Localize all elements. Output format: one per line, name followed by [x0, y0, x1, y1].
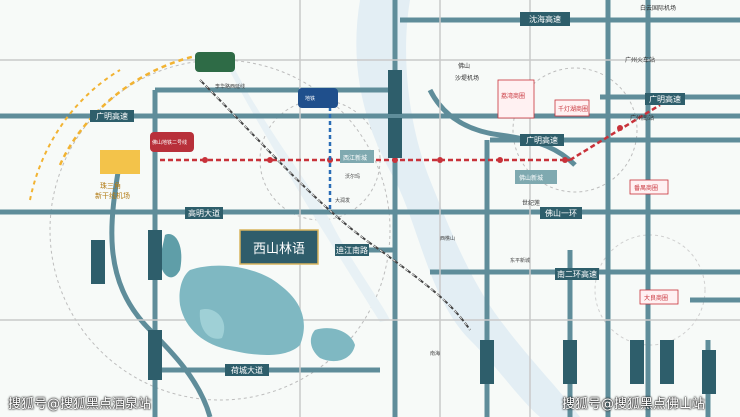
foshan-newcity-badge: [515, 170, 557, 184]
label-metro: 地铁: [305, 95, 315, 102]
airport-icon-box: [100, 150, 140, 174]
label-woli: 沃尔玛: [345, 173, 360, 180]
highway-shenhai: 沈海高速: [529, 14, 561, 24]
label-panyu: 番禺商圈: [634, 184, 658, 192]
highway-guangming-2: 广明高速: [526, 135, 558, 145]
label-dongping: 东平新城: [510, 257, 530, 264]
highway-guangming: 广明高速: [96, 111, 128, 121]
label-foshan: 佛山: [458, 62, 470, 70]
label-guangzhou-station: 广州火车站: [625, 56, 655, 64]
project-plate: [239, 229, 319, 265]
mountain-shape: [160, 234, 182, 278]
label-nanhai: 南海: [430, 350, 440, 357]
metro-line-2-east: [569, 103, 661, 162]
liwan-badge: [497, 79, 535, 119]
label-foshan-newcity: 佛山新城: [519, 174, 543, 182]
highway-curve-center: [427, 88, 577, 167]
range-circle-guangzhou: [512, 67, 638, 193]
lake-small: [310, 328, 355, 362]
label-zone: 佛山地铁二号线: [152, 139, 187, 146]
river-shape: [356, 0, 580, 417]
label-qiandeng: 千灯湖商圈: [558, 105, 588, 113]
label-guangzhou-south: 广州南站: [630, 114, 654, 122]
road-hecheng: 荷城大道: [231, 365, 263, 375]
watermark-left: 搜狐号@搜狐黑点酒泉站: [8, 397, 152, 412]
road-chijiang: 迪江南路: [336, 245, 368, 255]
label-airport-new: 新干线机场: [95, 191, 130, 200]
qiandeng-badge: [554, 99, 590, 117]
project-name: 西山林语: [253, 242, 305, 257]
label-baiyun-airport: 白云国际机场: [640, 4, 676, 12]
label-liwan: 荔湾商圈: [501, 92, 525, 100]
callout-green: [195, 52, 235, 72]
highway-erhuan: 南二环高速: [557, 269, 597, 279]
metro-stations: [202, 125, 623, 163]
dali-badge: [639, 289, 679, 305]
label-xijiang-newcity: 西江新城: [343, 154, 367, 162]
airport-route: [58, 53, 201, 166]
callout-blue: [298, 88, 338, 108]
panyu-badge: [629, 179, 669, 195]
label-xiqiao: 西樵山: [440, 235, 455, 242]
label-lishui: 李华路西延线: [215, 83, 245, 90]
highway-label-bg: [520, 12, 570, 26]
label-dali: 大良商圈: [644, 294, 668, 302]
highway-yihuan: 佛山一环: [545, 208, 577, 218]
label-dayuan: 大润发: [335, 197, 350, 204]
highway-curve-west: [109, 159, 213, 417]
callout-red: [150, 132, 194, 152]
label-shadi-airport: 沙堤机场: [455, 74, 479, 82]
watermark-right: 搜狐号@搜狐黑点佛山站: [562, 397, 706, 412]
xijiang-newcity-badge: [340, 150, 374, 163]
highway-guangming-3: 广明高速: [649, 94, 681, 104]
road-gaoming: 高明大道: [188, 208, 220, 218]
label-zhusanjiao: 珠三角: [100, 181, 121, 190]
label-shiji: 世纪莲: [522, 199, 540, 207]
